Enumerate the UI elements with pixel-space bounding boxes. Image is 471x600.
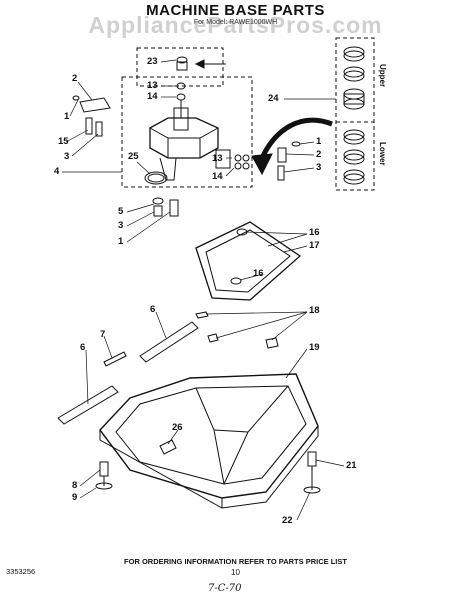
callout-7: 7 (100, 329, 106, 340)
callout-17: 17 (309, 240, 320, 251)
callout-2-right: 2 (316, 149, 322, 160)
callout-2: 2 (72, 73, 78, 84)
callout-14-right: 14 (212, 171, 223, 182)
callout-24: 24 (268, 93, 279, 104)
handwritten-code: 7-C-70 (208, 583, 242, 594)
callout-16-inner: 16 (253, 268, 264, 279)
callout-26: 26 (172, 422, 183, 433)
callout-1-lower: 1 (118, 236, 124, 247)
legend-upper-label: Upper (378, 64, 387, 88)
callout-6-lower: 6 (80, 342, 86, 353)
callout-23: 23 (147, 56, 158, 67)
callout-13-right: 13 (212, 153, 223, 164)
legend-lower-label: Lower (378, 142, 387, 166)
document-code: 3353256 (6, 567, 36, 576)
callout-6-upper: 6 (150, 304, 156, 315)
callout-1: 1 (64, 111, 70, 122)
callout-5: 5 (118, 206, 124, 217)
page-number: 10 (231, 568, 240, 577)
callout-16: 16 (309, 227, 320, 238)
center-box (121, 76, 253, 188)
callout-8: 8 (72, 480, 78, 491)
legend-box (335, 37, 375, 191)
watermark: AppliancePartsPros.com (88, 12, 383, 38)
callout-1-right: 1 (316, 136, 322, 147)
page-title: MACHINE BASE PARTS (146, 2, 325, 19)
callout-19: 19 (309, 342, 320, 353)
callout-3-right: 3 (316, 162, 322, 173)
callout-18: 18 (309, 305, 320, 316)
callout-25: 25 (128, 151, 139, 162)
callout-21: 21 (346, 460, 357, 471)
callout-13: 13 (147, 80, 158, 91)
ordering-info: FOR ORDERING INFORMATION REFER TO PARTS … (124, 557, 347, 566)
callout-4: 4 (54, 166, 60, 177)
callout-3: 3 (64, 151, 70, 162)
callout-9: 9 (72, 492, 78, 503)
model-subtitle: For Model: RAWE1000WH (193, 19, 278, 26)
callout-22: 22 (282, 515, 293, 526)
callout-14: 14 (147, 91, 158, 102)
top-box (136, 47, 224, 87)
callout-3-lower: 3 (118, 220, 124, 231)
callout-15: 15 (58, 136, 69, 147)
